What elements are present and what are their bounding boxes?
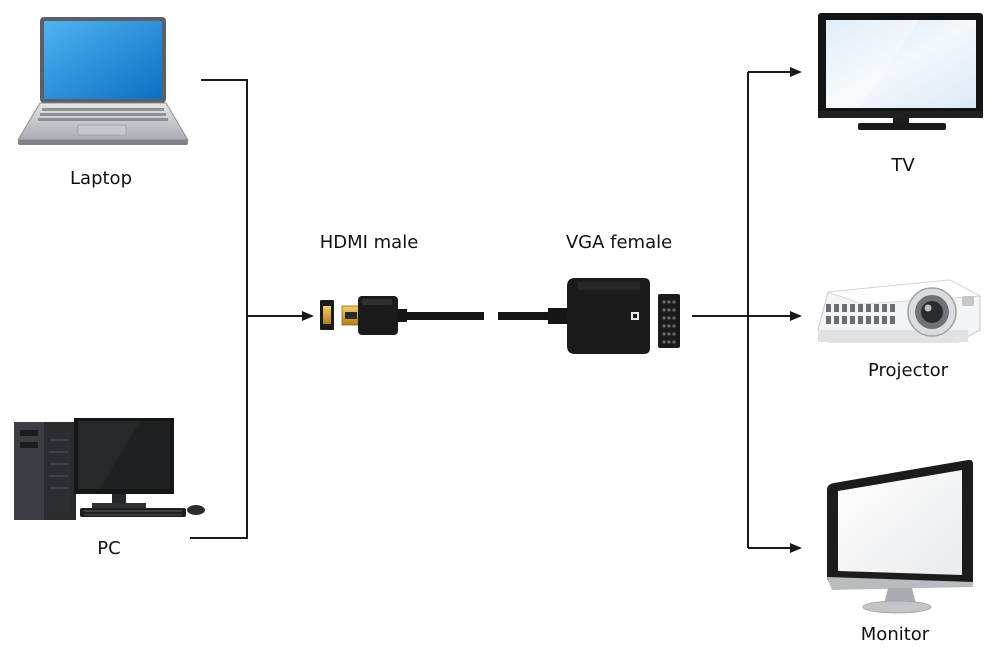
desktop-pc-icon	[14, 418, 205, 520]
projector-icon	[817, 279, 982, 343]
projector-label: Projector	[868, 360, 948, 381]
laptop-label: Laptop	[70, 168, 132, 189]
monitor-label: Monitor	[860, 624, 930, 645]
hdmi-connector-icon	[320, 296, 484, 335]
pc-label: PC	[97, 538, 121, 559]
projector-vent-grid	[826, 304, 895, 324]
hdmi-male-label: HDMI male	[319, 232, 419, 253]
vga-pin-grid	[662, 300, 676, 344]
laptop-icon	[17, 17, 189, 145]
monitor-icon	[827, 459, 973, 614]
input-connector-lines	[190, 79, 314, 539]
vga-adapter-icon	[498, 278, 680, 354]
vga-female-label: VGA female	[565, 232, 673, 253]
tv-label: TV	[891, 155, 915, 176]
output-connector-lines	[692, 67, 802, 553]
tv-icon	[818, 13, 983, 130]
laptop-line	[190, 79, 248, 539]
